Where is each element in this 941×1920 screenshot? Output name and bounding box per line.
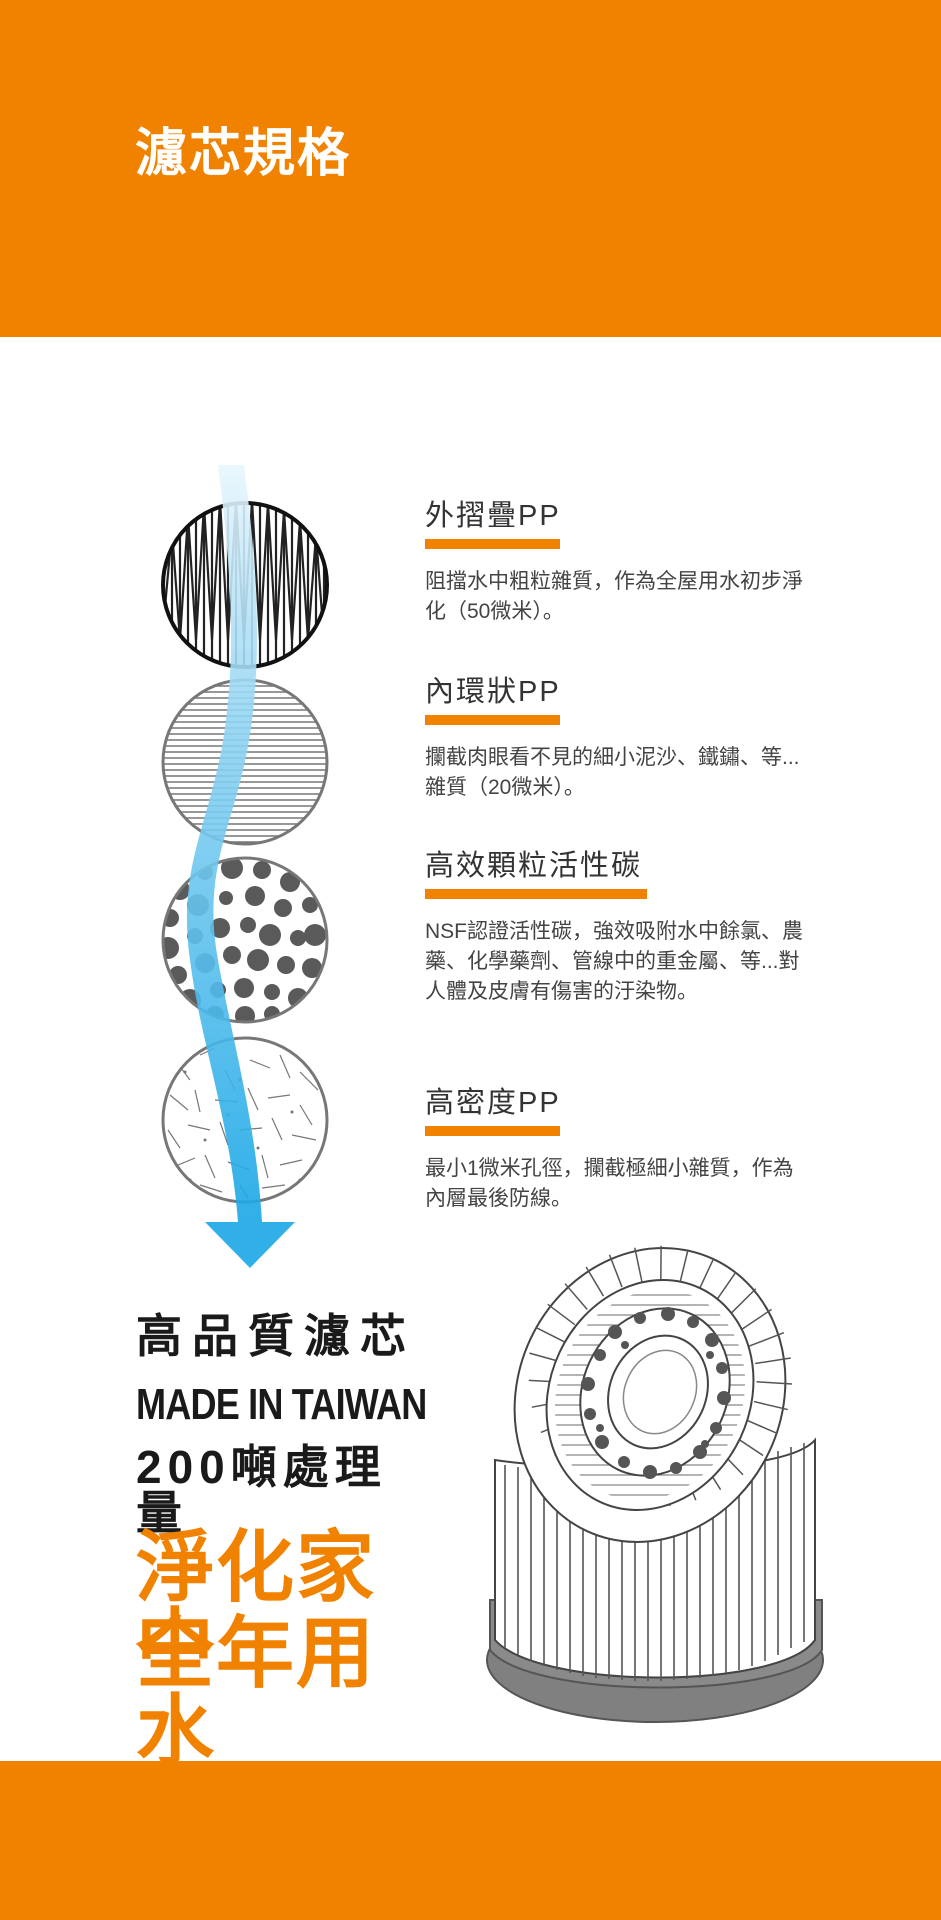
tagline-capacity: 200噸處理量 [136,1441,387,1539]
spec-description: NSF認證活性碳，強效吸附水中餘氯、農藥、化學藥劑、管線中的重金屬、等...對人… [425,920,803,1004]
tagline-year-round-water: 全年用水 [136,1609,377,1775]
pleated-layer-icon [161,501,329,669]
spec-activated-carbon: 高效顆粒活性碳 NSF認證活性碳，強效吸附水中餘氯、農藥、化學藥劑、管線中的重金… [425,850,805,1007]
spec-underline [425,1126,560,1137]
spec-description: 攔截肉眼看不見的細小泥沙、鐵鏽、等...雜質（20微米）。 [425,746,800,800]
page-title: 濾芯規格 [135,125,352,183]
water-flow-arrow-icon [186,465,295,1268]
spec-underline [425,539,560,550]
ring-layer-icon [161,678,329,846]
footer-band [0,1761,941,1920]
spec-title: 內環狀PP [425,676,561,708]
spec-description: 最小1微米孔徑，攔截極細小雜質，作為內層最後防線。 [425,1157,794,1211]
spec-underline [425,889,647,900]
tagline-quality: 高品質濾芯 [136,1310,416,1362]
header-band: 濾芯規格 [0,0,941,337]
dense-fiber-icon [161,1036,329,1204]
tagline-made-in-taiwan: MADE IN TAIWAN [136,1380,427,1429]
spec-description: 阻擋水中粗粒雜質，作為全屋用水初步淨化（50微米）。 [425,570,803,624]
spec-title: 外摺疊PP [425,500,561,532]
spec-title: 高密度PP [425,1087,561,1119]
filter-cartridge-icon [486,1245,824,1723]
spec-underline [425,715,560,726]
spec-high-density-pp: 高密度PP 最小1微米孔徑，攔截極細小雜質，作為內層最後防線。 [425,1087,805,1214]
spec-title: 高效顆粒活性碳 [425,850,643,882]
carbon-granule-icon [161,856,329,1024]
spec-outer-pleated-pp: 外摺疊PP 阻擋水中粗粒雜質，作為全屋用水初步淨化（50微米）。 [425,500,805,627]
tagline-purify-home: 淨化家中 [136,1523,377,1689]
spec-inner-ring-pp: 內環狀PP 攔截肉眼看不見的細小泥沙、鐵鏽、等...雜質（20微米）。 [425,676,805,803]
